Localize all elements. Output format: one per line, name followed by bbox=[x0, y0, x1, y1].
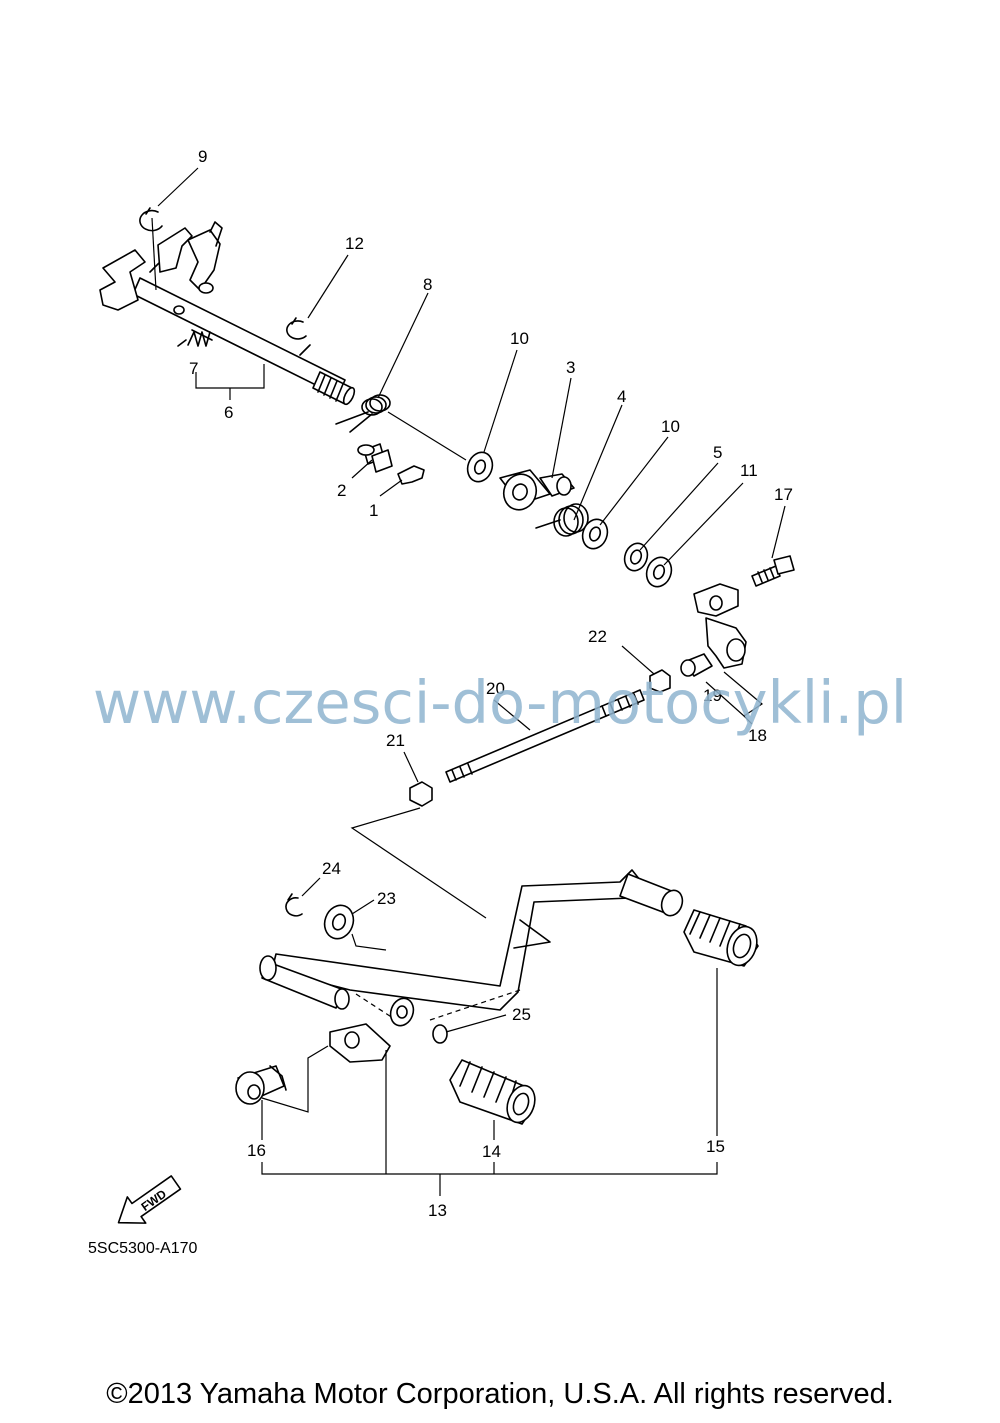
callout-1: 1 bbox=[369, 501, 378, 520]
callout-8: 8 bbox=[423, 275, 432, 294]
stopper-lever bbox=[397, 465, 425, 485]
callout-19: 19 bbox=[703, 686, 722, 705]
callout-labels: 9 12 8 10 3 7 4 6 10 5 11 2 17 1 22 20 1… bbox=[189, 147, 793, 1220]
washer bbox=[466, 451, 494, 483]
callout-12: 12 bbox=[345, 234, 364, 253]
washer bbox=[581, 518, 609, 550]
rod-end-joint bbox=[680, 653, 713, 677]
leader-lines bbox=[151, 167, 786, 1196]
shift-shaft bbox=[99, 221, 356, 406]
callout-18: 18 bbox=[748, 726, 767, 745]
bolt bbox=[751, 555, 795, 587]
washer bbox=[323, 904, 355, 940]
shift-arm bbox=[693, 583, 747, 669]
oil-seal bbox=[623, 542, 649, 572]
shift-rod bbox=[445, 689, 645, 783]
bolt bbox=[357, 443, 393, 473]
fwd-arrow: FWD bbox=[117, 1175, 182, 1224]
callout-20: 20 bbox=[486, 679, 505, 698]
callout-10: 10 bbox=[510, 329, 529, 348]
callout-2: 2 bbox=[337, 481, 346, 500]
washer bbox=[645, 556, 673, 588]
callout-14: 14 bbox=[482, 1142, 501, 1161]
callout-4: 4 bbox=[617, 387, 626, 406]
watermark-url: www.czesci-do-motocykli.pl bbox=[92, 668, 908, 737]
callout-21: 21 bbox=[386, 731, 405, 750]
pedal-rubber bbox=[449, 1059, 536, 1125]
callout-15: 15 bbox=[706, 1137, 725, 1156]
callout-11: 11 bbox=[740, 461, 758, 480]
callout-17: 17 bbox=[774, 485, 793, 504]
callout-6: 6 bbox=[224, 403, 233, 422]
callout-23: 23 bbox=[377, 889, 396, 908]
spring bbox=[177, 329, 213, 347]
callout-3: 3 bbox=[566, 358, 575, 377]
circlip bbox=[432, 1024, 448, 1044]
washer bbox=[389, 997, 415, 1027]
pedal-rubber bbox=[683, 909, 759, 967]
shift-pedal bbox=[259, 869, 684, 1063]
torsion-spring bbox=[335, 394, 391, 433]
callout-13: 13 bbox=[428, 1201, 447, 1220]
diagram-code: 5SC5300-A170 bbox=[88, 1240, 198, 1257]
collar-arm bbox=[499, 469, 575, 511]
callout-24: 24 bbox=[322, 859, 341, 878]
callout-7: 7 bbox=[189, 359, 198, 378]
callout-16: 16 bbox=[247, 1141, 266, 1160]
callout-25: 25 bbox=[512, 1005, 531, 1024]
callout-10: 10 bbox=[661, 417, 680, 436]
circlip bbox=[139, 207, 163, 232]
circlip bbox=[286, 317, 307, 340]
heel-pivot bbox=[235, 1065, 287, 1105]
callout-22: 22 bbox=[588, 627, 607, 646]
copyright-notice: ©2013 Yamaha Motor Corporation, U.S.A. A… bbox=[106, 1378, 894, 1410]
nut bbox=[649, 669, 671, 693]
circlip bbox=[285, 893, 303, 917]
callout-5: 5 bbox=[713, 443, 722, 462]
callout-9: 9 bbox=[198, 147, 207, 166]
return-spring bbox=[535, 503, 589, 537]
nut bbox=[409, 781, 433, 807]
